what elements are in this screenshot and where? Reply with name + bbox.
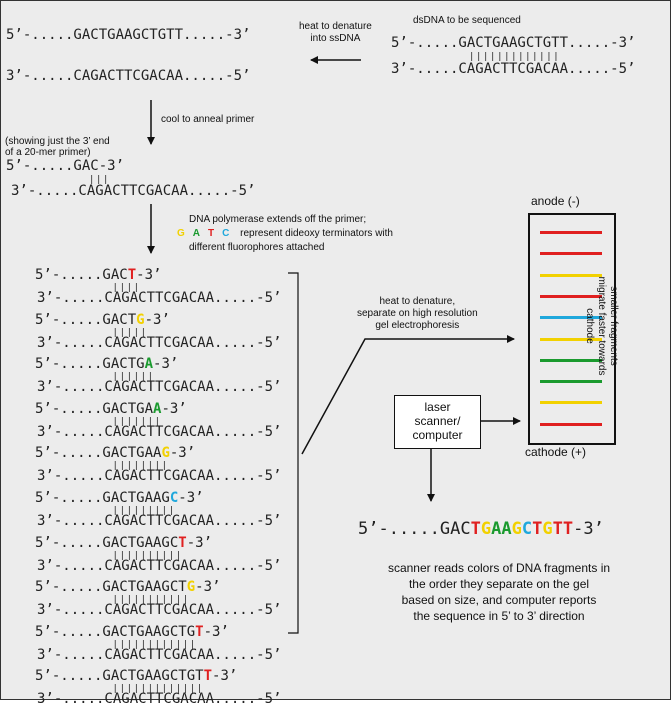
fragment-template-strand: 3’-.....CAGACTTCGACAA.....-5’ [37,691,282,707]
cathode-label: cathode (+) [525,445,587,459]
legend-base-a: A [192,228,201,239]
result-base: A [491,519,502,539]
laser-scanner-box: laser scanner/ computer [394,395,481,449]
fragment-bonds: ||||||| [112,416,162,427]
fragment-template-strand: 3’-.....CAGACTTCGACAA.....-5’ [37,334,282,351]
extend-label-line1: DNA polymerase extends off the primer; [189,214,367,225]
gel-band [540,273,602,277]
fragment-bonds: ||||||||| [112,506,176,516]
gel-band [540,422,602,426]
terminator-base: T [178,534,187,551]
terminator-base: T [203,668,213,685]
fragment-bonds: |||||||||| [112,550,183,561]
fragment-strand: 5’-.....GACTGAAGCT-3’ [35,534,213,551]
ssdna-bottom-strand: 3’-.....CAGACTTCGACAA.....-5’ [6,68,251,84]
fragment-strand: 5’-.....GACT-3’ [35,267,162,283]
gel-band [540,358,602,362]
terminator-base: G [136,311,145,328]
result-base: T [562,519,574,539]
gel-band [540,380,602,384]
gel-lane [528,213,616,445]
fragment-strand: 5’-.....GACTGAAGCTG-3’ [35,579,221,596]
dsdna-bottom-strand: 3’-.....CAGACTTCGACAA.....-5’ [391,61,636,77]
legend-base-t: T [208,228,215,239]
gel-band [540,401,602,405]
dsdna-title: dsDNA to be sequenced [413,15,521,26]
anode-label: anode (-) [531,194,580,208]
fragment-bonds: |||| [112,283,141,293]
extend-label-line3: different fluorophores attached [189,242,325,253]
fragment-template-strand: 3’-.....CAGACTTCGACAA.....-5’ [37,602,282,619]
result-base: G [480,519,492,539]
fragment-strand: 5’-.....GACTGAAGC-3’ [35,490,204,506]
terminator-base: T [127,267,137,283]
result-sequence: 5’-.....GACTGAAGCTGTT-3’ [358,519,604,539]
fragment-bonds: ||||| [112,327,148,338]
fragment-bonds: |||||||| [112,461,169,472]
terminator-base: G [161,445,170,462]
legend-base-g: G [177,228,185,239]
result-bases: TGAAGCTGTT [471,519,574,539]
terminator-base: T [195,623,204,640]
result-base: T [552,519,563,539]
fragment-strand: 5’-.....GACTGAA-3’ [35,400,187,417]
result-base: T [470,519,481,539]
gel-band [540,316,602,320]
gel-band [540,337,602,341]
primer-bonds: ||| [89,175,111,185]
primer-note: (showing just the 3’ end of a 20-mer pri… [5,136,110,158]
electrophoresis-arrow [301,335,515,455]
primer-strand: 5’-.....GAC-3’ [6,158,125,174]
fragment-bonds: |||||| [112,372,155,383]
scanner-caption: scanner reads colors of DNA fragments in… [387,561,611,623]
result-base: C [521,519,533,539]
dsdna-bonds: ||||||||||||| [469,52,561,62]
fragment-template-strand: 3’-.....CAGACTTCGACAA.....-5’ [37,557,282,574]
fragment-template-strand: 3’-.....CAGACTTCGACAA.....-5’ [37,290,282,306]
legend-base-c: C [222,228,230,239]
fragment-strand: 5’-.....GACTG-3’ [35,311,170,328]
gel-band [540,231,602,234]
laser-scanner-label: laser scanner/ computer [412,400,463,442]
fragment-bonds: ||||||||||| [112,595,190,606]
result-base: G [542,519,553,539]
fragment-strand: 5’-.....GACTGAAGCTGT-3’ [35,623,229,640]
fragment-bracket [288,272,299,634]
result-base: A [501,519,512,539]
fragment-strand: 5’-.....GACTGAAGCTGTT-3’ [35,668,238,685]
migration-label: smaller fragments migrate faster towards… [584,276,619,376]
terminator-base: A [153,400,162,417]
anneal-step-label: cool to anneal primer [161,114,255,125]
fragment-bonds: ||||||||||||| [112,684,204,695]
terminator-base: A [144,356,154,373]
dsdna-top-strand: 5’-.....GACTGAAGCTGTT.....-3’ [391,35,636,51]
electrophoresis-label: heat to denature, separate on high resol… [357,296,478,331]
gel-band [540,252,602,256]
fragment-template-strand: 3’-.....CAGACTTCGACAA.....-5’ [37,468,282,485]
fragment-template-strand: 3’-.....CAGACTTCGACAA.....-5’ [37,379,282,396]
terminator-base: C [169,490,179,506]
fragment-template-strand: 3’-.....CAGACTTCGACAA.....-5’ [37,513,282,529]
terminator-base: G [186,579,196,596]
fragment-bonds: |||||||||||| [112,639,197,650]
fragment-template-strand: 3’-.....CAGACTTCGACAA.....-5’ [37,423,282,440]
fragment-strand: 5’-.....GACTGA-3’ [35,356,179,373]
denature-label: heat to denature into ssDNA [299,21,372,44]
fragment-strand: 5’-.....GACTGAAG-3’ [35,445,196,462]
primer-template-strand: 3’-.....CAGACTTCGACAA.....-5’ [11,183,256,199]
fragment-template-strand: 3’-.....CAGACTTCGACAA.....-5’ [37,646,282,663]
gel-band [540,294,602,298]
ssdna-top-strand: 5’-.....GACTGAAGCTGTT.....-3’ [6,27,251,43]
result-base: G [511,519,522,539]
result-base: T [532,519,543,539]
